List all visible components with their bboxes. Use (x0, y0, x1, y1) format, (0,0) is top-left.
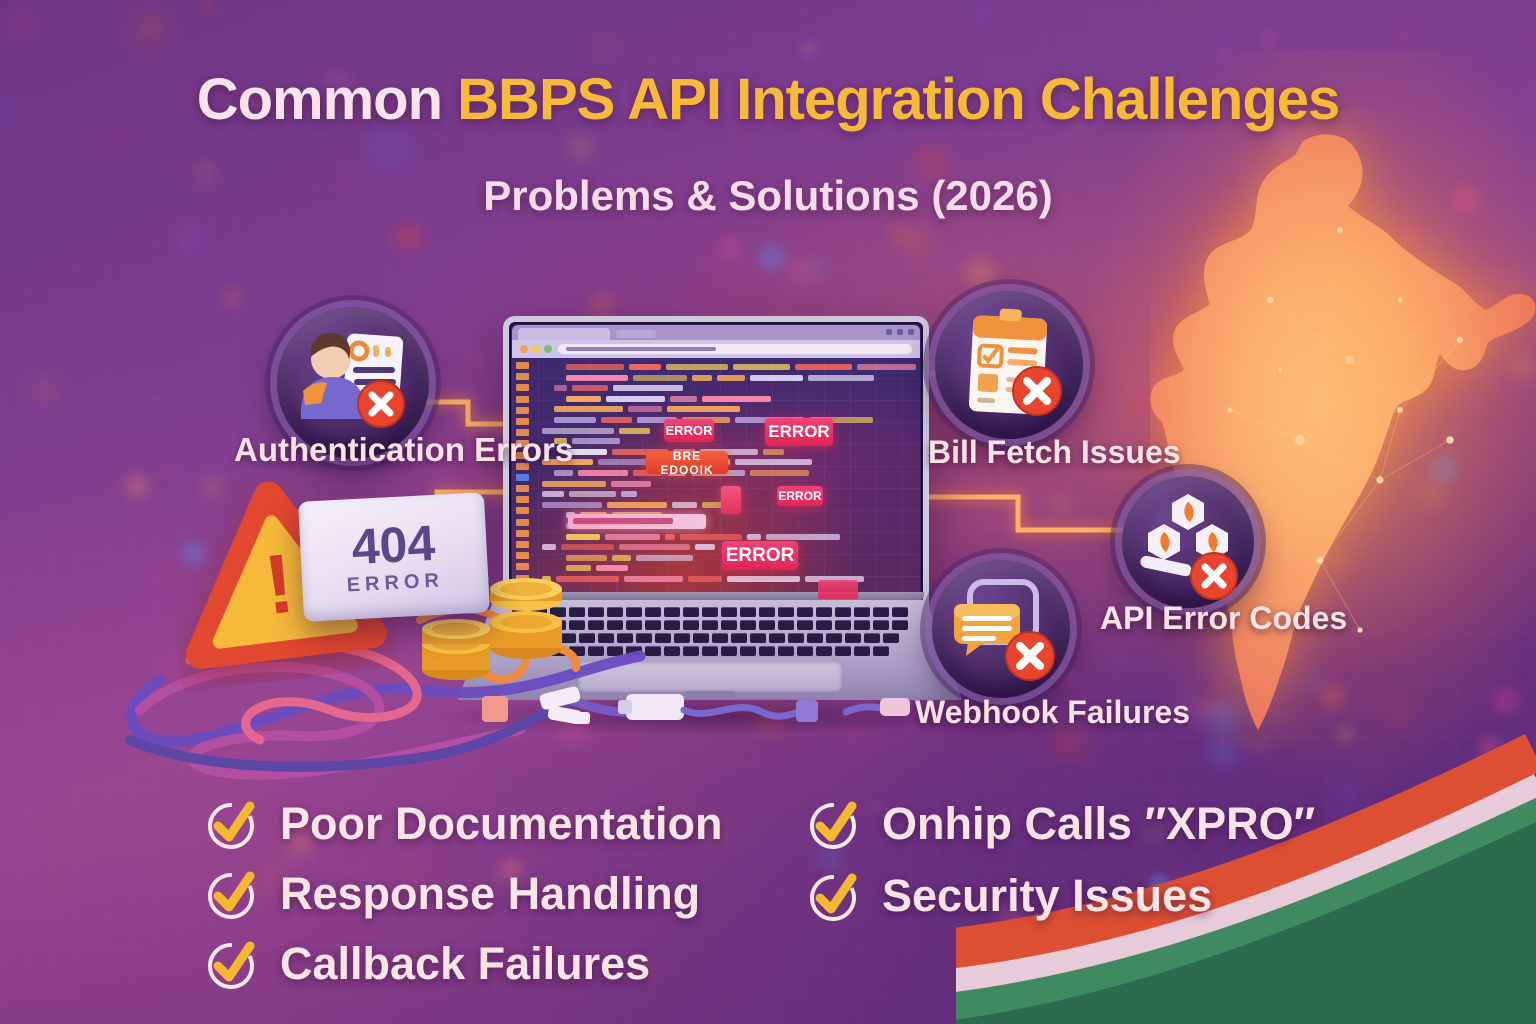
window-controls (886, 329, 914, 335)
user-document-error-icon (301, 332, 405, 428)
callout-bill-fetch-issues (935, 291, 1083, 439)
trackpad (578, 662, 842, 692)
callout-webhook-failures (932, 560, 1070, 698)
error-badge-top-right: ERROR (765, 418, 833, 446)
checklist-item-callback-failures: Callback Failures (204, 936, 650, 992)
inline-warning-chip (721, 486, 741, 514)
chat-bubble-error-icon (954, 579, 1055, 681)
error-x-icon (1190, 552, 1238, 600)
india-map-glow (1090, 50, 1536, 810)
mini-error-chip (818, 580, 858, 599)
chat-bubble-icon (954, 604, 1020, 656)
error-badge-mid-left: BRE EDOOIK (646, 449, 728, 477)
coin-stack-back (490, 578, 562, 659)
user-icon (301, 332, 365, 419)
hex-code-blocks (1148, 494, 1228, 560)
checklist-label: Security Issues (882, 870, 1213, 921)
error-x-icon (1012, 366, 1062, 416)
check-icon (208, 871, 255, 919)
checklist-item-response-handling: Response Handling (204, 866, 700, 922)
title-prefix: Common (196, 67, 443, 132)
browser-tab-bar (512, 325, 920, 340)
error-x-icon (357, 380, 405, 428)
error-badge-bottom-center: ERROR (722, 541, 798, 570)
page-subtitle: Problems & Solutions (2026) (483, 172, 1053, 219)
check-icon (208, 801, 255, 849)
checklist-item-security-issues: Security Issues (806, 868, 1212, 924)
checklist-item-onhip-calls: Onhip Calls ″XPRO″ (806, 796, 1315, 852)
checklist-label: Onhip Calls ″XPRO″ (882, 798, 1316, 849)
loose-plug-icon (842, 698, 910, 716)
browser-toolbar (512, 340, 920, 358)
coin-stack-front (422, 619, 490, 680)
title-main: BBPS API Integration Challenges (457, 67, 1340, 132)
india-flag-ribbon (956, 734, 1536, 1024)
laptop-hinge (496, 592, 924, 601)
usb-plug-icon (618, 694, 818, 722)
page-title: Common BBPS API Integration Challenges (0, 66, 1536, 133)
laptop-screen: ERROR ERROR BRE EDOOIK ERROR ERROR (503, 316, 929, 612)
callout-label-webhook: Webhook Failures (915, 694, 1191, 730)
traffic-light-icons (520, 345, 552, 353)
slash-icon (1140, 555, 1192, 577)
callout-label-authentication: Authentication Errors (234, 431, 574, 468)
error-badge-mid-right: ERROR (777, 486, 823, 506)
callout-label-bill-fetch: Bill Fetch Issues (928, 434, 1181, 470)
callout-authentication-errors (277, 307, 429, 459)
error-404-code: 404 (350, 514, 437, 575)
checklist-label: Response Handling (280, 868, 701, 919)
error-404-sign: 404 ERROR (297, 492, 491, 622)
highlighted-code-line (568, 514, 706, 529)
line-number-gutter (516, 362, 536, 593)
address-bar (558, 344, 912, 354)
plug-pieces (539, 686, 590, 725)
checklist-item-poor-documentation: Poor Documentation (204, 796, 723, 852)
checklist-label: Poor Documentation (280, 798, 723, 849)
check-icon (208, 941, 255, 989)
check-icon (810, 801, 857, 849)
callout-api-error-codes (1122, 476, 1254, 608)
laptop-notch (684, 691, 736, 698)
unplugged-cable-icon (482, 686, 910, 725)
coins-icon (422, 578, 581, 680)
india-map (1090, 50, 1536, 810)
error-x-icon (1005, 631, 1055, 681)
error-404-word: ERROR (346, 568, 445, 596)
code-editor: ERROR ERROR BRE EDOOIK ERROR ERROR (512, 358, 920, 599)
checklist-label: Callback Failures (280, 938, 651, 989)
check-icon (810, 873, 857, 921)
error-badge-top-left: ERROR (664, 419, 714, 442)
browser-tab (518, 328, 610, 340)
bill-document-error-icon (968, 308, 1062, 416)
callout-label-api-errors: API Error Codes (1100, 600, 1348, 636)
code-blocks-error-icon (1140, 494, 1238, 600)
